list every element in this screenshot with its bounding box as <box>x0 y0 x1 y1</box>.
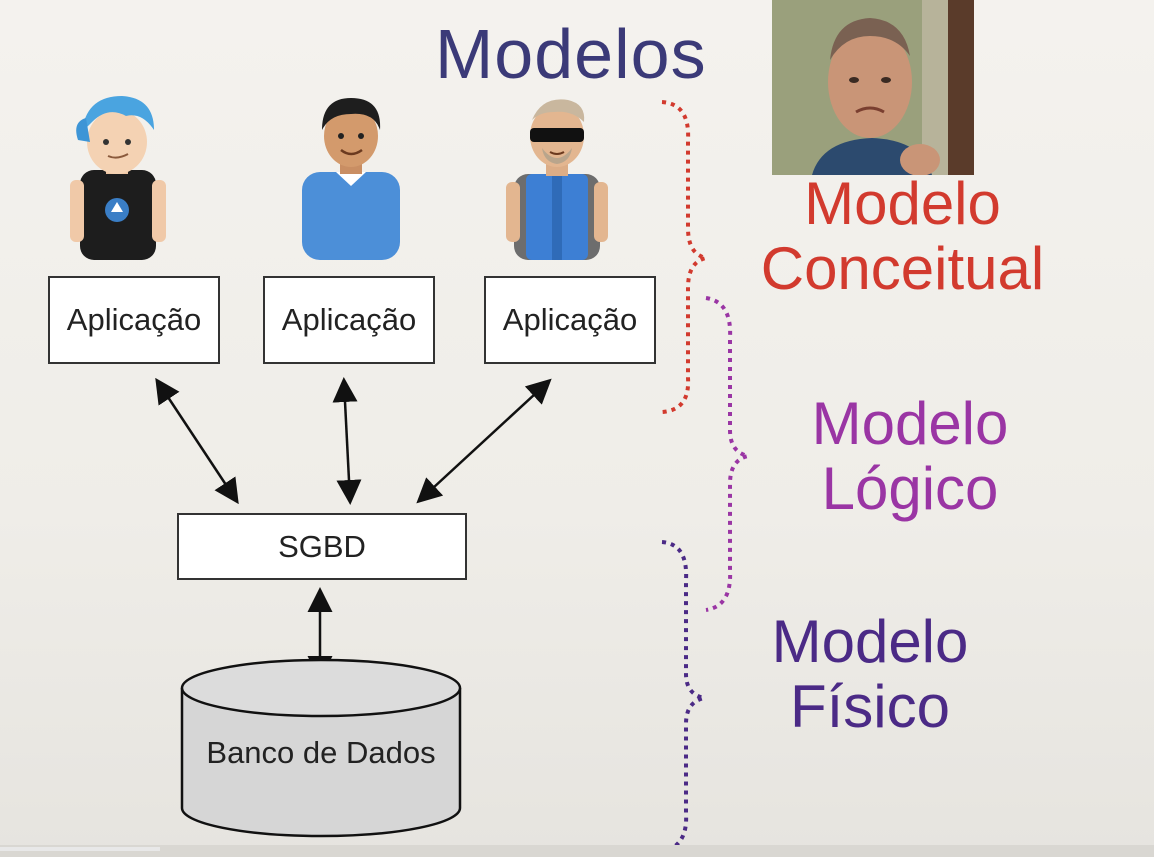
user-avatar-glasses <box>506 99 608 260</box>
video-progress-fill <box>0 847 160 851</box>
arrow-app1-sgbd <box>155 377 239 505</box>
application-box-2: Aplicação <box>263 276 435 364</box>
user-avatar-sweater <box>302 98 400 260</box>
model-fisico-label: Modelo Físico <box>750 608 990 740</box>
application-box-1: Aplicação <box>48 276 220 364</box>
brace-fisico <box>661 540 705 854</box>
application-box-3: Aplicação <box>484 276 656 364</box>
slide-title: Modelos <box>435 15 707 93</box>
model-logico-line2: Lógico <box>821 454 999 522</box>
database-label: Banco de Dados <box>206 735 436 770</box>
model-fisico-line2: Físico <box>789 672 951 740</box>
model-logico-label: Modelo Lógico <box>790 390 1030 522</box>
brace-conceitual <box>661 100 707 414</box>
arrow-app2-sgbd <box>332 377 362 505</box>
presenter-video-frame <box>772 0 974 175</box>
database-cylinder <box>180 658 462 838</box>
brace-logico <box>705 296 749 612</box>
presenter-webcam <box>772 0 974 175</box>
model-logico-line1: Modelo <box>811 390 1009 457</box>
video-progress-bar[interactable] <box>0 845 1154 857</box>
model-conceitual-line1: Modelo <box>804 170 1001 237</box>
model-conceitual-line2: Conceitual <box>760 234 1045 302</box>
user-avatar-blue-hair <box>70 96 166 260</box>
model-fisico-line1: Modelo <box>771 608 969 675</box>
model-conceitual-label: Modelo Conceitual <box>735 170 1070 302</box>
arrow-app3-sgbd <box>416 378 552 504</box>
sgbd-box: SGBD <box>177 513 467 580</box>
